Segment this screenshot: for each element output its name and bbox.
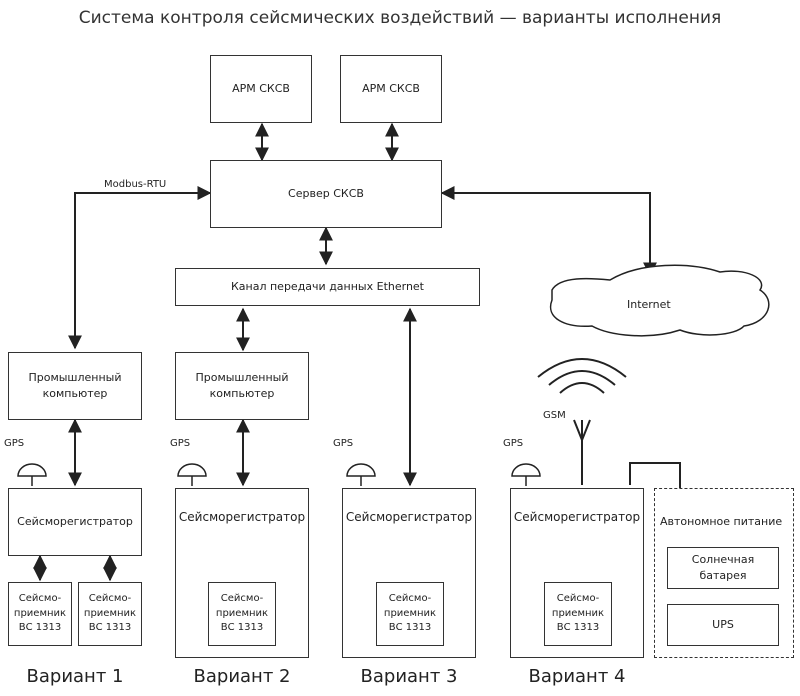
internet-label: Internet [627, 298, 671, 311]
sensor-line1: Сейсмо- [18, 593, 62, 605]
gps-label: GPS [503, 438, 524, 449]
arm-workstation-2: АРМ СКСВ [340, 55, 442, 123]
recorder-4-label: Сейсморегистратор [513, 510, 641, 524]
ethernet-channel-box: Канал передачи данных Ethernet [175, 268, 480, 306]
arm-1-label: АРМ СКСВ [232, 82, 290, 96]
gps-icon [346, 463, 376, 486]
pc2-line2: компьютер [209, 387, 275, 400]
sensor-line1: Сейсмо- [556, 593, 600, 605]
diagram-title: Система контроля сейсмических воздействи… [78, 8, 722, 28]
recorder-1-label: Сейсморегистратор [17, 515, 133, 529]
pc1-line2: компьютер [42, 387, 108, 400]
sensor-line3: ВС 1313 [556, 622, 600, 634]
solar-line1: Солнечная [691, 553, 755, 567]
variant-3-label: Вариант 3 [360, 666, 458, 687]
gps-icon [511, 463, 541, 486]
power-link [629, 462, 681, 488]
solar-line2: батарея [699, 569, 747, 582]
pc2-line1: Промышленный [195, 371, 289, 385]
seismic-sensor-3: Сейсмо-приемник ВС 1313 [376, 582, 444, 646]
recorder-3-label: Сейсморегистратор [345, 510, 473, 524]
gps-label: GPS [170, 438, 191, 449]
seismic-sensor-4: Сейсмо-приемник ВС 1313 [544, 582, 612, 646]
pc1-line1: Промышленный [28, 371, 122, 385]
industrial-pc-2: Промышленный компьютер [175, 352, 309, 420]
server-box: Сервер СКСВ [210, 160, 442, 228]
gps-label: GPS [333, 438, 354, 449]
gps-icon [177, 463, 207, 486]
antenna-icon [537, 358, 627, 485]
solar-battery-box: Солнечная батарея [667, 547, 779, 589]
gsm-label: GSM [543, 410, 566, 421]
arm-workstation-1: АРМ СКСВ [210, 55, 312, 123]
seismic-sensor-1b: Сейсмо-приемник ВС 1313 [78, 582, 142, 646]
seismic-recorder-1: Сейсморегистратор [8, 488, 142, 556]
variant-2-label: Вариант 2 [193, 666, 291, 687]
ethernet-label: Канал передачи данных Ethernet [230, 280, 424, 294]
sensor-line3: ВС 1313 [18, 622, 62, 634]
ups-label: UPS [712, 618, 734, 632]
sensor-line2: приемник [83, 607, 137, 619]
seismic-sensor-2: Сейсмо-приемник ВС 1313 [208, 582, 276, 646]
recorder-2-label: Сейсморегистратор [178, 510, 306, 524]
autonomous-power-group [654, 488, 794, 658]
sensor-line2: приемник [215, 607, 269, 619]
gps-label: GPS [4, 438, 25, 449]
modbus-label: Modbus-RTU [104, 179, 167, 190]
variant-4-label: Вариант 4 [528, 666, 626, 687]
seismic-sensor-1a: Сейсмо-приемник ВС 1313 [8, 582, 72, 646]
gps-icon [17, 463, 47, 486]
sensor-line3: ВС 1313 [388, 622, 432, 634]
internet-cloud-icon [549, 264, 770, 337]
ups-box: UPS [667, 604, 779, 646]
arm-2-label: АРМ СКСВ [362, 82, 420, 96]
sensor-line2: приемник [383, 607, 437, 619]
sensor-line1: Сейсмо- [388, 593, 432, 605]
internet-link [440, 186, 657, 277]
modbus-link [68, 186, 212, 350]
industrial-pc-1: Промышленный компьютер [8, 352, 142, 420]
sensor-line2: приемник [13, 607, 67, 619]
sensor-line2: приемник [551, 607, 605, 619]
server-label: Сервер СКСВ [288, 187, 364, 201]
autonomous-power-label: Автономное питание [660, 515, 783, 528]
sensor-line3: ВС 1313 [88, 622, 132, 634]
sensor-line3: ВС 1313 [220, 622, 264, 634]
variant-1-label: Вариант 1 [26, 666, 124, 687]
sensor-line1: Сейсмо- [220, 593, 264, 605]
sensor-line1: Сейсмо- [88, 593, 132, 605]
